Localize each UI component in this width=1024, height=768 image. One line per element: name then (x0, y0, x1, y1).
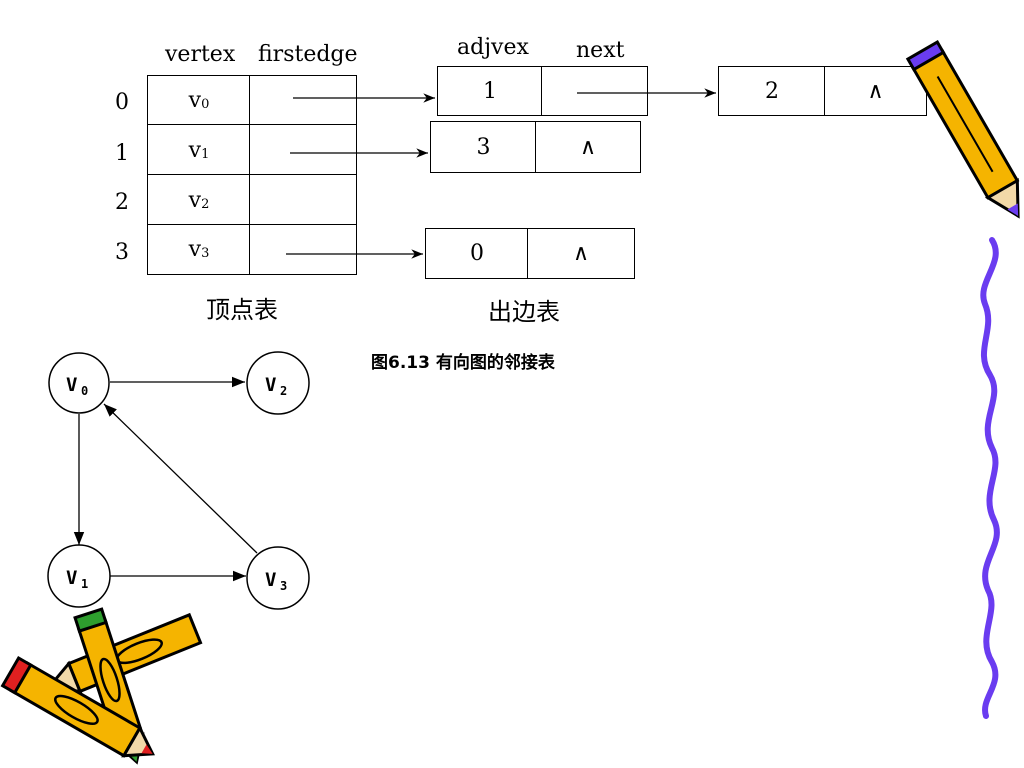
edge-node-3a-adjvex: 0 (425, 228, 529, 279)
graph-node-v0-sub: 0 (81, 384, 88, 398)
graph-node-v1: V 1 (47, 544, 111, 608)
vertex-name-0: v (188, 88, 202, 113)
graph-node-v1-label: V (66, 567, 77, 589)
edge-node-0b-adjvex: 2 (718, 66, 826, 116)
firstedge-header: firstedge (258, 42, 358, 67)
vertex-sub-2: 2 (201, 196, 210, 212)
edge-node-0b-next: ∧ (824, 66, 927, 116)
row-index-3: 3 (115, 240, 129, 265)
vertex-name-2: v (188, 187, 202, 213)
vertex-sub-0: 0 (201, 97, 210, 112)
vertex-table-caption: 顶点表 (206, 296, 278, 324)
edge-v3-v0 (103, 403, 258, 554)
edge-node-1a-adjvex: 3 (430, 121, 537, 173)
next-header: next (576, 38, 625, 63)
graph-node-v2: V 2 (246, 351, 310, 415)
graph-node-v2-sub: 2 (280, 384, 287, 398)
graph-node-v0: V 0 (48, 352, 110, 414)
graph-node-v1-sub: 1 (81, 577, 88, 591)
graph-node-v0-label: V (66, 374, 77, 396)
graph-node-v3-label: V (265, 569, 276, 591)
row-index-2: 2 (115, 190, 129, 215)
row-index-1: 1 (115, 141, 129, 166)
vertex-sub-1: 1 (201, 146, 210, 162)
edge-node-1a-next: ∧ (535, 121, 641, 173)
figure-caption: 图6.13 有向图的邻接表 (371, 353, 555, 373)
vertex-sub-3: 3 (201, 246, 210, 261)
vertex-name-1: v (188, 137, 202, 163)
vertex-header: vertex (165, 42, 236, 67)
graph-node-v3: V 3 (246, 546, 310, 610)
edge-node-3a-next: ∧ (527, 228, 635, 279)
edge-table-caption: 出边表 (488, 298, 560, 326)
graph-node-v2-label: V (265, 374, 276, 396)
firstedge-cell-1 (249, 124, 357, 176)
adjvex-header: adjvex (457, 35, 529, 60)
row-index-0: 0 (115, 90, 129, 115)
firstedge-cell-3 (249, 224, 357, 275)
graph-node-v3-sub: 3 (280, 579, 287, 593)
firstedge-cell-2 (249, 174, 357, 226)
vertex-name-3: v (188, 237, 202, 262)
edge-node-0a-next (541, 66, 648, 116)
